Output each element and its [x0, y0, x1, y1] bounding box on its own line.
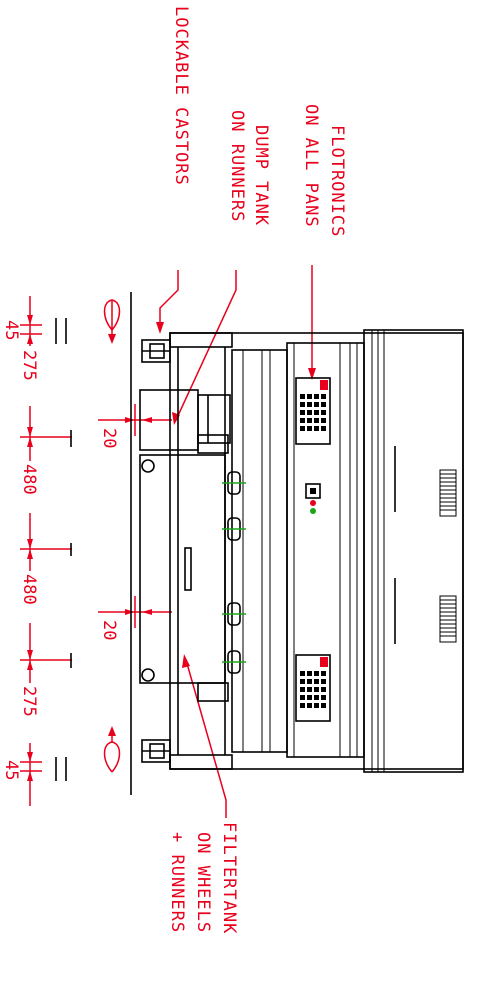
gap-dimension-top: 20: [98, 404, 172, 448]
label-flotronics-line1: FLOTRONICS: [327, 125, 347, 237]
grille-bottom: [439, 595, 457, 643]
label-lockable-castors: LOCKABLE CASTORS: [171, 6, 191, 186]
dimension-d2: 275: [19, 350, 39, 381]
label-filtertank-line2: ON WHEELS: [193, 832, 213, 933]
gap-dimension-bottom: 20: [98, 596, 172, 640]
control-keypad-top: [295, 377, 331, 445]
label-filtertank-line1: FILTERTANK: [219, 822, 239, 934]
gap-top-value: 20: [99, 428, 119, 448]
swivel-arrow-bottom: [103, 726, 121, 773]
leader-filtertank: [182, 654, 227, 818]
label-dump-tank-line2: ON RUNNERS: [227, 110, 247, 222]
swivel-arrow-top: [103, 299, 121, 344]
dimension-values: 45 275 480 480 275 45: [1, 320, 40, 780]
label-filtertank-line3: + RUNNERS: [167, 832, 187, 933]
indicator-light-red: [310, 500, 316, 506]
dimension-d4: 480: [19, 574, 39, 605]
indicator-light-green: [310, 508, 316, 514]
gap-bottom-value: 20: [99, 620, 119, 640]
grille-top: [439, 469, 457, 517]
castor-top: [141, 339, 171, 363]
fryer-front-view: [103, 292, 464, 795]
filter-tank: [139, 434, 229, 702]
dimension-d1: 45: [1, 320, 21, 340]
dimension-d6: 45: [1, 760, 21, 780]
filter-tank-wheels: [222, 471, 246, 674]
leader-flotronics: [308, 265, 316, 380]
leader-lockable-castors: [156, 270, 179, 334]
dimension-d5: 275: [19, 686, 39, 717]
label-dump-tank-line1: DUMP TANK: [251, 125, 271, 226]
control-keypad-bottom: [295, 654, 331, 722]
dimension-d3: 480: [19, 464, 39, 495]
main-switch: [305, 483, 321, 499]
castor-bottom: [141, 739, 171, 763]
label-flotronics-line2: ON ALL PANS: [301, 104, 321, 228]
